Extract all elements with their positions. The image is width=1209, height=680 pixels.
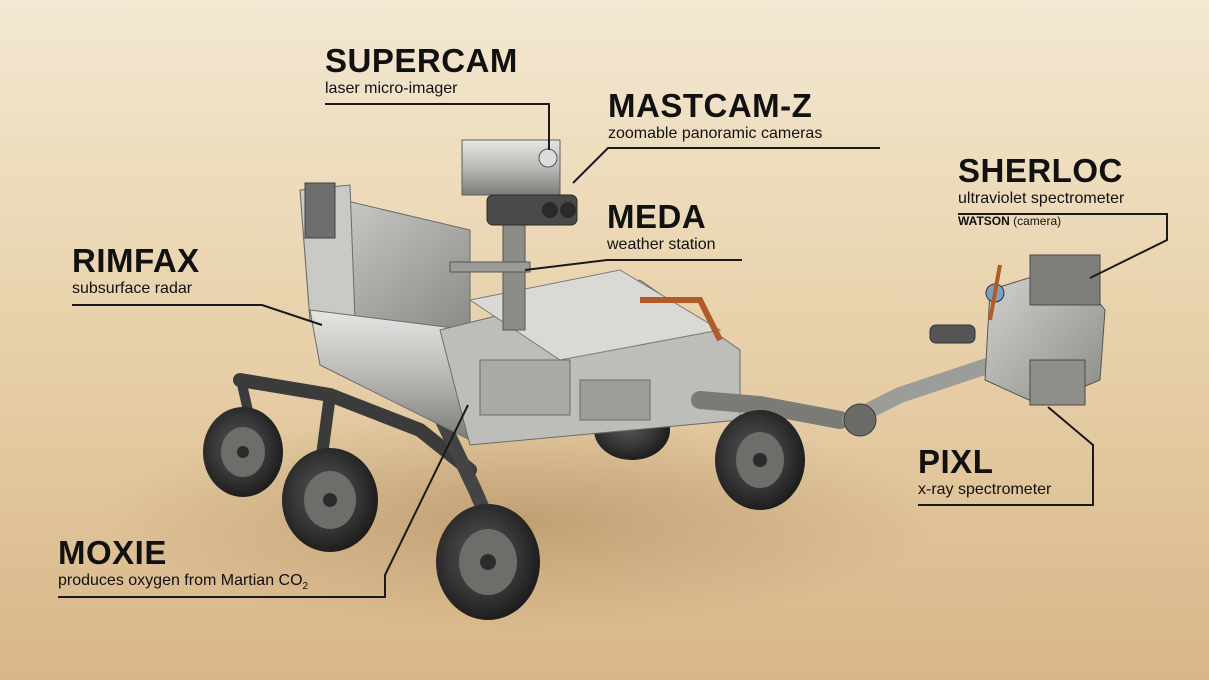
watson-label: WATSON (camera) bbox=[958, 213, 1124, 229]
moxie-desc: produces oxygen from Martian CO2 bbox=[58, 571, 308, 597]
wheel-front-right bbox=[715, 410, 805, 510]
supercam-title: SUPERCAM bbox=[325, 43, 518, 79]
mmrtg-canister bbox=[305, 183, 335, 238]
label-sherloc: SHERLOC ultraviolet spectrometer WATSON … bbox=[958, 153, 1124, 229]
wheel-front-left bbox=[436, 504, 540, 620]
label-moxie: MOXIE produces oxygen from Martian CO2 bbox=[58, 535, 308, 597]
label-rimfax: RIMFAX subsurface radar bbox=[72, 243, 200, 299]
mastcamz-title: MASTCAM-Z bbox=[608, 88, 822, 124]
wheel-rear-left bbox=[203, 407, 283, 497]
moxie-title: MOXIE bbox=[58, 535, 308, 571]
mastcam-lens-right bbox=[560, 202, 576, 218]
meda-boom bbox=[450, 262, 530, 272]
mast-head-supercam bbox=[462, 140, 560, 195]
body-panel-detail-2 bbox=[580, 380, 650, 420]
label-supercam: SUPERCAM laser micro-imager bbox=[325, 43, 518, 99]
pixl-desc: x-ray spectrometer bbox=[918, 480, 1051, 500]
mastcamz-desc: zoomable panoramic cameras bbox=[608, 124, 822, 144]
moxie-desc-subscript: 2 bbox=[303, 581, 309, 592]
body-panel-detail bbox=[480, 360, 570, 415]
arm-joint bbox=[844, 404, 876, 436]
pixl-title: PIXL bbox=[918, 444, 1051, 480]
watson-desc: (camera) bbox=[1010, 214, 1061, 228]
moxie-desc-text: produces oxygen from Martian CO bbox=[58, 572, 303, 589]
watson-name: WATSON bbox=[958, 214, 1010, 228]
label-mastcamz: MASTCAM-Z zoomable panoramic cameras bbox=[608, 88, 822, 144]
mastcam-lens-left bbox=[542, 202, 558, 218]
sherloc-title: SHERLOC bbox=[958, 153, 1124, 189]
meda-desc: weather station bbox=[607, 235, 716, 255]
supercam-desc: laser micro-imager bbox=[325, 79, 518, 99]
sherloc-desc: ultraviolet spectrometer bbox=[958, 189, 1124, 209]
label-meda: MEDA weather station bbox=[607, 199, 716, 255]
supercam-lens bbox=[539, 149, 557, 167]
rimfax-title: RIMFAX bbox=[72, 243, 200, 279]
meda-title: MEDA bbox=[607, 199, 716, 235]
rimfax-desc: subsurface radar bbox=[72, 279, 200, 299]
label-pixl: PIXL x-ray spectrometer bbox=[918, 444, 1051, 500]
